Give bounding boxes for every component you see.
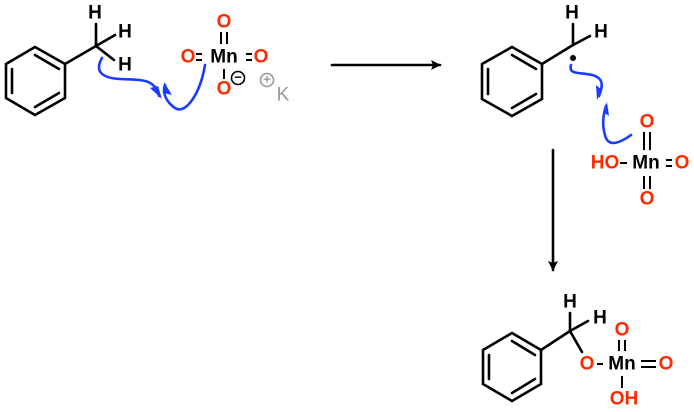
benzene-double-bonds bbox=[486, 53, 538, 110]
oxygen-label: O bbox=[675, 153, 690, 174]
c-h-bond bbox=[94, 33, 117, 48]
hydrogen-label: H bbox=[594, 22, 608, 43]
oxygen-label: O bbox=[580, 354, 595, 375]
c-h-bond bbox=[571, 34, 592, 47]
hydrogen-label: H bbox=[565, 3, 579, 24]
benzene-double-bonds bbox=[10, 53, 61, 109]
ring-ch3-bond bbox=[63, 44, 98, 66]
hydrogen-label: H bbox=[118, 22, 132, 43]
potassium-label: K bbox=[277, 85, 290, 106]
mn-o-bonds bbox=[196, 32, 252, 79]
oxygen-label: O bbox=[615, 320, 630, 341]
oxygen-label: O bbox=[254, 47, 269, 68]
curly-arrow bbox=[569, 63, 604, 98]
ring-ch2-bond bbox=[540, 43, 575, 66]
mn-label: Mn bbox=[632, 153, 659, 174]
hydroxy-manganate: HO Mn O O O bbox=[591, 112, 690, 210]
hydroxyl-label: OH bbox=[610, 389, 639, 410]
c-o-bond bbox=[568, 329, 584, 354]
arrowhead-half bbox=[164, 82, 172, 95]
benzene-ring bbox=[4, 45, 67, 117]
permanganate: Mn O O O O − + K bbox=[181, 12, 290, 106]
benzyl-radical: H H bbox=[480, 3, 608, 118]
oxygen-label: O bbox=[640, 112, 655, 133]
oxygen-label: O bbox=[217, 12, 232, 33]
c-h-bond bbox=[568, 319, 590, 333]
mn-label: Mn bbox=[210, 47, 237, 68]
benzene-ring bbox=[480, 45, 544, 118]
hydrogen-label: H bbox=[563, 292, 577, 313]
oxygen-label: O bbox=[181, 47, 196, 68]
arrowhead-half bbox=[603, 102, 609, 116]
curly-arrows-step1 bbox=[97, 56, 207, 111]
benzene-double-bonds bbox=[487, 339, 537, 395]
hydrogen-label: H bbox=[593, 308, 607, 329]
c-h-bond bbox=[94, 44, 116, 62]
negative-charge-icon bbox=[230, 70, 246, 86]
arrowhead-half bbox=[596, 85, 602, 100]
toluene: H H H bbox=[4, 3, 132, 117]
curly-arrows-step2 bbox=[569, 63, 633, 145]
oxygen-label: O bbox=[659, 354, 674, 375]
radical-dot bbox=[570, 55, 576, 61]
manganate-ester: H H O Mn O O OH bbox=[481, 292, 674, 410]
negative-charge: − bbox=[234, 70, 242, 85]
curly-arrow bbox=[162, 63, 207, 111]
hydrogen-label: H bbox=[118, 55, 132, 76]
positive-charge-icon bbox=[259, 72, 275, 88]
mn-label: Mn bbox=[608, 354, 635, 375]
curly-arrow bbox=[97, 56, 161, 98]
arrowhead-half bbox=[150, 86, 162, 99]
curly-arrow bbox=[601, 104, 633, 145]
mn-o-bonds bbox=[620, 132, 672, 189]
benzene-ring bbox=[481, 331, 543, 403]
oxygen-label: O bbox=[640, 189, 655, 210]
oxygen-label: O bbox=[217, 79, 232, 100]
hydrogen-label: H bbox=[88, 3, 102, 24]
hydroxyl-label: HO bbox=[591, 153, 620, 174]
positive-charge: + bbox=[263, 72, 271, 87]
ring-ch2-bond bbox=[539, 329, 572, 352]
mn-o-bonds bbox=[597, 340, 656, 388]
